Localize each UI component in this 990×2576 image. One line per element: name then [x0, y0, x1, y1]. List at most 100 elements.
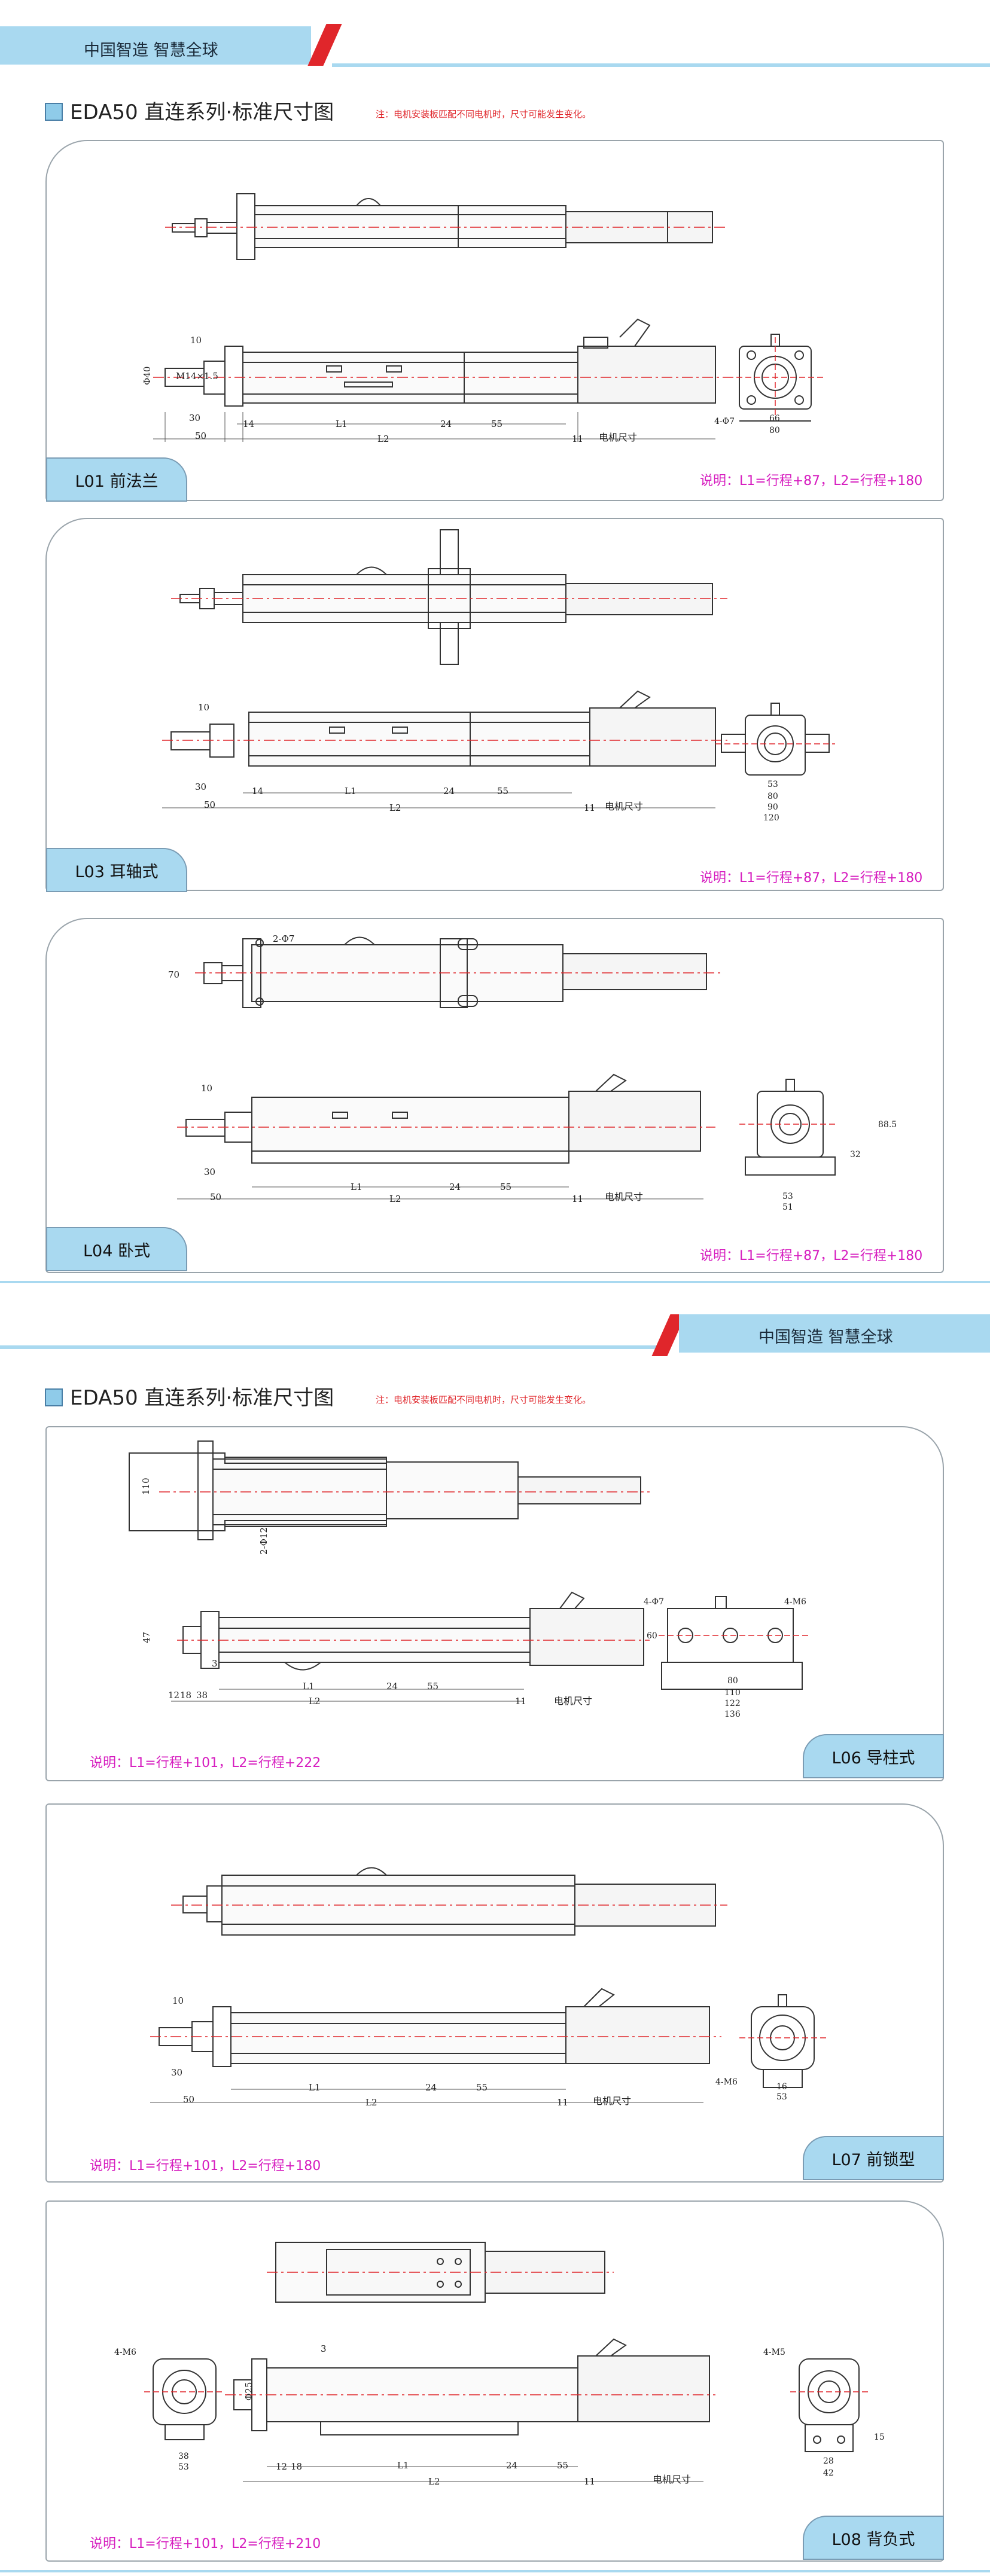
- dim-11: 11: [515, 1696, 526, 1707]
- dim-11: 11: [584, 802, 595, 813]
- section-title-2: EDA50 直连系列·标准尺寸图: [45, 1381, 334, 1411]
- drawing-l08: 12 18 3 Φ25 L1 L2 24 55 11 电机尺寸 4-M6 38 …: [114, 2242, 885, 2487]
- dim-4m6: 4-M6: [114, 2348, 136, 2357]
- header-slogan-2: 中国智造 智慧全球: [759, 1328, 893, 1347]
- drawing-l07: 50 30 10 L1 L2 24 55 11 电机尺寸 53 16 4-M6: [150, 1867, 826, 2108]
- dim-42: 42: [823, 2468, 834, 2478]
- dim-28: 28: [823, 2456, 834, 2466]
- dim-11: 11: [572, 434, 583, 444]
- dim-m14: M14×1.5: [176, 371, 218, 381]
- tag-l07: L07 前锁型: [803, 2136, 944, 2180]
- dim-53: 53: [178, 2462, 189, 2472]
- dim-10: 10: [172, 1995, 184, 2006]
- dim-80: 80: [767, 792, 778, 801]
- dim-50: 50: [204, 799, 215, 810]
- dim-50: 50: [195, 431, 206, 441]
- dim-32: 32: [850, 1150, 861, 1159]
- dim-4m5: 4-M5: [763, 2348, 785, 2357]
- drawing-l06: 110 2-Φ12 47 12 18 38 3 L1 L2 24 55 11 电…: [129, 1440, 808, 1719]
- dim-10: 10: [190, 335, 202, 346]
- header-line-2: [0, 1345, 658, 1349]
- motor-size-label: 电机尺寸: [653, 2474, 691, 2485]
- dim-18: 18: [291, 2461, 302, 2472]
- header-slogan-1: 中国智造 智慧全球: [84, 41, 218, 60]
- section-title-text-2: EDA50 直连系列·标准尺寸图: [70, 1386, 334, 1410]
- dim-3: 3: [321, 2343, 327, 2354]
- dim-90: 90: [767, 802, 778, 812]
- tag-l03: L03 耳轴式: [46, 848, 187, 892]
- dim-4phi7: 4-Φ7: [714, 417, 735, 426]
- dim-30: 30: [171, 2067, 182, 2078]
- dim-122: 122: [724, 1699, 741, 1708]
- dim-12: 12: [168, 1690, 179, 1701]
- header-line-1: [332, 63, 990, 67]
- dim-2phi12: 2-Φ12: [258, 1527, 269, 1555]
- dim-55: 55: [491, 419, 502, 429]
- dim-24: 24: [386, 1681, 398, 1692]
- dim-18: 18: [180, 1690, 191, 1701]
- dim-66: 66: [769, 414, 780, 423]
- dim-50: 50: [210, 1192, 221, 1202]
- dim-47: 47: [141, 1632, 152, 1643]
- section-title-text-1: EDA50 直连系列·标准尺寸图: [70, 100, 334, 124]
- dim-15: 15: [874, 2432, 885, 2442]
- panel-l07: [45, 1803, 944, 2183]
- dim-phi25: Φ25: [243, 2382, 254, 2401]
- header-band-2: [679, 1314, 990, 1353]
- dim-12: 12: [276, 2461, 287, 2472]
- dim-l1: L1: [397, 2460, 409, 2471]
- dim-55: 55: [497, 786, 508, 796]
- dim-3: 3: [212, 1658, 218, 1669]
- motor-size-label: 电机尺寸: [593, 2095, 631, 2107]
- dim-110: 110: [141, 1478, 151, 1495]
- drawing-l03: 50 30 10 14 L1 L2 24 55 11 电机尺寸 53 80 90…: [162, 529, 835, 823]
- dim-24: 24: [443, 786, 455, 796]
- header-band-1: [0, 26, 311, 65]
- dim-11: 11: [584, 2476, 595, 2487]
- dim-4phi7: 4-Φ7: [644, 1597, 664, 1607]
- dim-l1: L1: [345, 786, 357, 796]
- dim-55: 55: [557, 2460, 568, 2471]
- explain-l08: 说明：L1=行程+101，L2=行程+210: [90, 2537, 321, 2551]
- divider-line: [0, 1281, 990, 1283]
- motor-size-label: 电机尺寸: [599, 432, 637, 443]
- dim-80: 80: [727, 1676, 738, 1686]
- square-icon: [45, 103, 63, 121]
- dim-24: 24: [425, 2082, 437, 2093]
- dim-l2: L2: [365, 2097, 377, 2108]
- drawing-l04: 50 30 10 2-Φ7 70 L1 L2 24 55 11 电机尺寸 53 …: [168, 933, 897, 1212]
- dim-70: 70: [168, 969, 179, 980]
- dim-4m6: 4-M6: [715, 2077, 738, 2087]
- motor-size-label: 电机尺寸: [554, 1695, 592, 1707]
- panel-l01: [45, 140, 944, 501]
- dim-60: 60: [647, 1631, 657, 1641]
- dim-24: 24: [449, 1182, 461, 1192]
- install-note-1: 注：电机安装板匹配不同电机时，尺寸可能发生变化。: [376, 109, 592, 120]
- dim-110: 110: [724, 1688, 741, 1698]
- square-icon: [45, 1388, 63, 1406]
- dim-80: 80: [769, 426, 780, 435]
- dim-2phi7: 2-Φ7: [273, 933, 294, 944]
- install-note-2: 注：电机安装板匹配不同电机时，尺寸可能发生变化。: [376, 1394, 592, 1405]
- explain-l01: 说明：L1=行程+87，L2=行程+180: [700, 474, 923, 489]
- dim-53: 53: [782, 1192, 793, 1201]
- dim-51: 51: [782, 1202, 793, 1212]
- dim-30: 30: [195, 782, 206, 792]
- dim-l1: L1: [303, 1681, 315, 1692]
- dim-10: 10: [201, 1083, 212, 1094]
- dim-120: 120: [763, 813, 779, 823]
- tag-l08: L08 背负式: [803, 2516, 944, 2560]
- motor-size-label: 电机尺寸: [605, 801, 643, 812]
- dim-l2: L2: [428, 2476, 440, 2487]
- tag-l01: L01 前法兰: [46, 457, 187, 502]
- dim-30: 30: [189, 413, 200, 423]
- tag-l04: L04 卧式: [46, 1227, 187, 1271]
- dim-11: 11: [572, 1194, 583, 1204]
- dim-53: 53: [767, 780, 778, 789]
- section-title-1: EDA50 直连系列·标准尺寸图: [45, 96, 334, 125]
- dim-136: 136: [724, 1710, 741, 1719]
- dim-55: 55: [427, 1681, 438, 1692]
- dim-16: 16: [776, 2082, 787, 2092]
- dim-24: 24: [506, 2460, 517, 2471]
- motor-size-label: 电机尺寸: [605, 1191, 643, 1202]
